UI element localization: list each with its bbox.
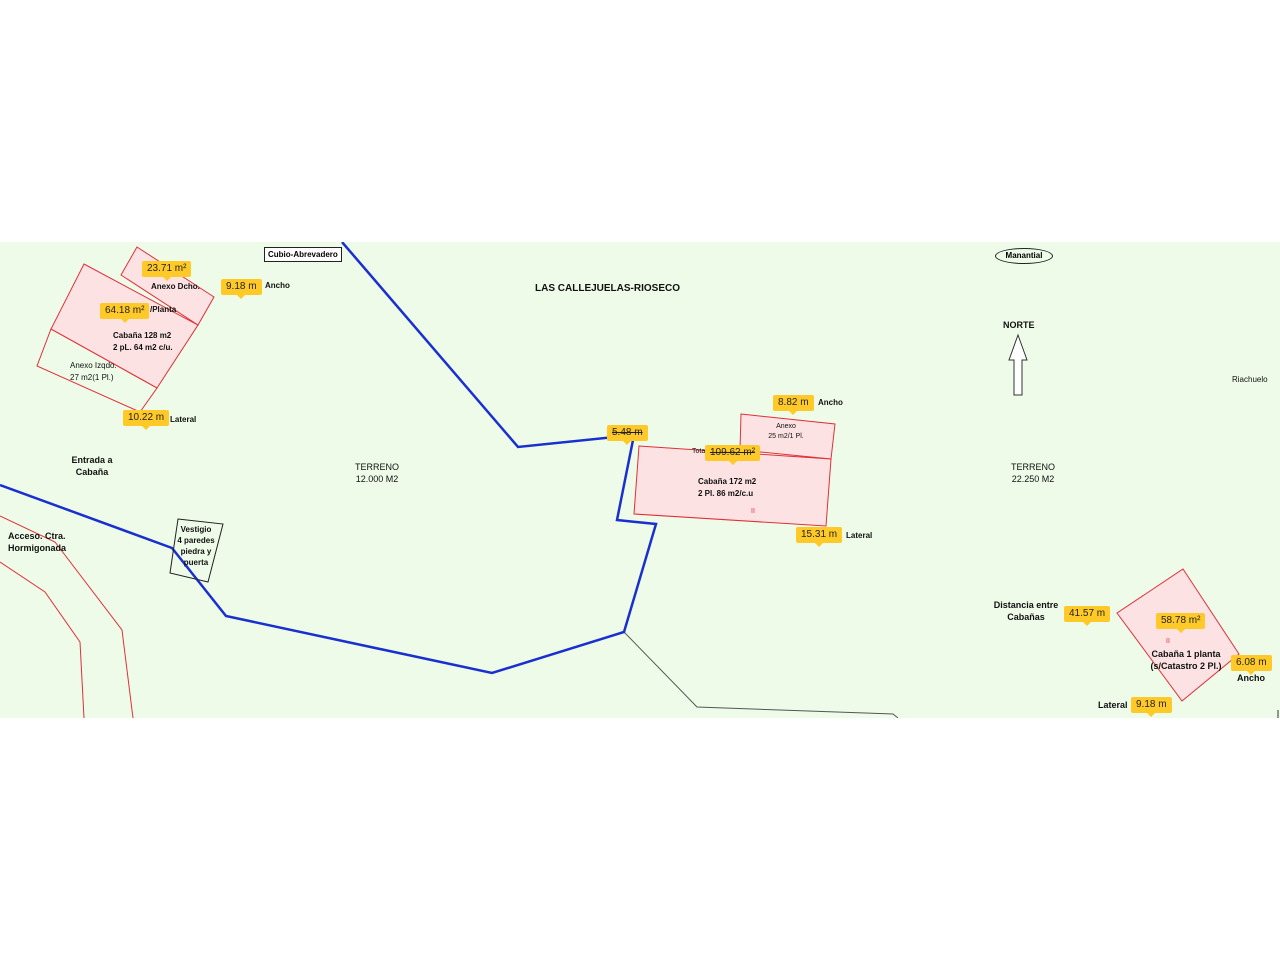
cabana-172-outline	[633, 445, 832, 527]
measure-value: 41.57 m	[1069, 608, 1106, 619]
ancho-label: Ancho	[265, 281, 290, 290]
measure-tag[interactable]: 23.71 m²	[142, 261, 192, 281]
manantial-label: Manantial	[995, 248, 1053, 264]
lateral-label: Lateral	[846, 531, 873, 540]
map-title: LAS CALLEJUELAS-RIOSECO	[535, 283, 681, 294]
distancia-label: Distancia entre Cabañas	[993, 600, 1059, 622]
cabana-128-label: Cabaña 128 m2 2 pL. 64 m2 c/u.	[113, 331, 173, 352]
measure-tag[interactable]: 6.08 m	[1231, 655, 1272, 675]
measure-tag[interactable]: 8.82 m	[773, 395, 814, 415]
north-arrow-icon	[1008, 333, 1028, 396]
measure-value: 5.48 m	[612, 427, 643, 438]
terreno-label: TERRENO 12.000 M2	[354, 462, 399, 484]
north-label: NORTE	[1003, 320, 1035, 330]
measure-tag[interactable]: 10.22 m	[123, 410, 170, 430]
cubio-abrevadero-label: Cubio-Abrevadero	[264, 247, 342, 262]
vestigio-outline	[169, 518, 224, 583]
total-label: Total	[692, 448, 707, 455]
cabana-172-label: Cabaña 172 m2 2 Pl. 86 m2/c.u	[698, 477, 757, 498]
road-edge-outer	[0, 561, 85, 718]
measure-value: 9.18 m	[226, 281, 257, 292]
map-drawing	[0, 242, 1279, 718]
measure-value: 15.31 m	[801, 529, 838, 540]
measure-tag[interactable]: 5.48 m	[607, 425, 648, 445]
anexo-izqdo-label: Anexo Izqdo. 27 m2(1 Pl.)	[70, 361, 117, 382]
measure-value: 23.71 m²	[147, 263, 187, 274]
riachuelo-label: Riachuelo	[1232, 375, 1268, 384]
measure-tag[interactable]: 9.18 m	[221, 279, 262, 299]
cabana-1planta-outline	[1116, 568, 1240, 702]
measure-value: 58.78 m²	[1161, 615, 1201, 626]
lateral-label: Lateral	[170, 415, 197, 424]
measure-tag[interactable]: 64.18 m²	[100, 303, 150, 323]
planta-label: /Planta	[150, 305, 177, 314]
anexo-25-label: Anexo 25 m2/1 Pl.	[768, 423, 804, 440]
measure-tag[interactable]: 15.31 m	[796, 527, 843, 547]
property-boundary	[0, 242, 658, 675]
measure-value: 109.62 m²	[710, 447, 756, 458]
ancho-label: Ancho	[1237, 673, 1265, 683]
lateral-label: Lateral	[1098, 700, 1128, 710]
map-area[interactable]: LAS CALLEJUELAS-RIOSECO NORTE Cubio-Abre…	[0, 242, 1280, 718]
anexo-dcho-label: Anexo Dcho.	[151, 282, 200, 291]
cabana-1planta-mark: II	[1166, 638, 1170, 645]
path-line	[623, 631, 899, 718]
cabana-172-mark: II	[751, 508, 755, 515]
entrada-label: Entrada a Cabaña	[71, 455, 113, 477]
measure-tag[interactable]: 41.57 m	[1064, 606, 1111, 626]
measure-tag[interactable]: 58.78 m²	[1156, 613, 1206, 633]
measure-value: 8.82 m	[778, 397, 809, 408]
measure-value: 64.18 m²	[105, 305, 145, 316]
measure-value: 9.18 m	[1136, 699, 1167, 710]
ancho-label: Ancho	[818, 398, 843, 407]
terreno-label: TERRENO 22.250 M2	[1010, 462, 1055, 484]
vestigio-label: Vestigio 4 paredes piedra y puerta	[177, 525, 215, 567]
measure-value: 10.22 m	[128, 412, 165, 423]
cabana-1planta-label: Cabaña 1 planta (s/Catastro 2 Pl.)	[1150, 649, 1222, 671]
measure-tag[interactable]: 9.18 m	[1131, 697, 1172, 717]
acceso-label: Acceso. Ctra. Hormigonada	[8, 531, 67, 553]
measure-tag[interactable]: 109.62 m²	[705, 445, 761, 465]
measure-value: 6.08 m	[1236, 657, 1267, 668]
road-edge-inner	[0, 515, 134, 718]
